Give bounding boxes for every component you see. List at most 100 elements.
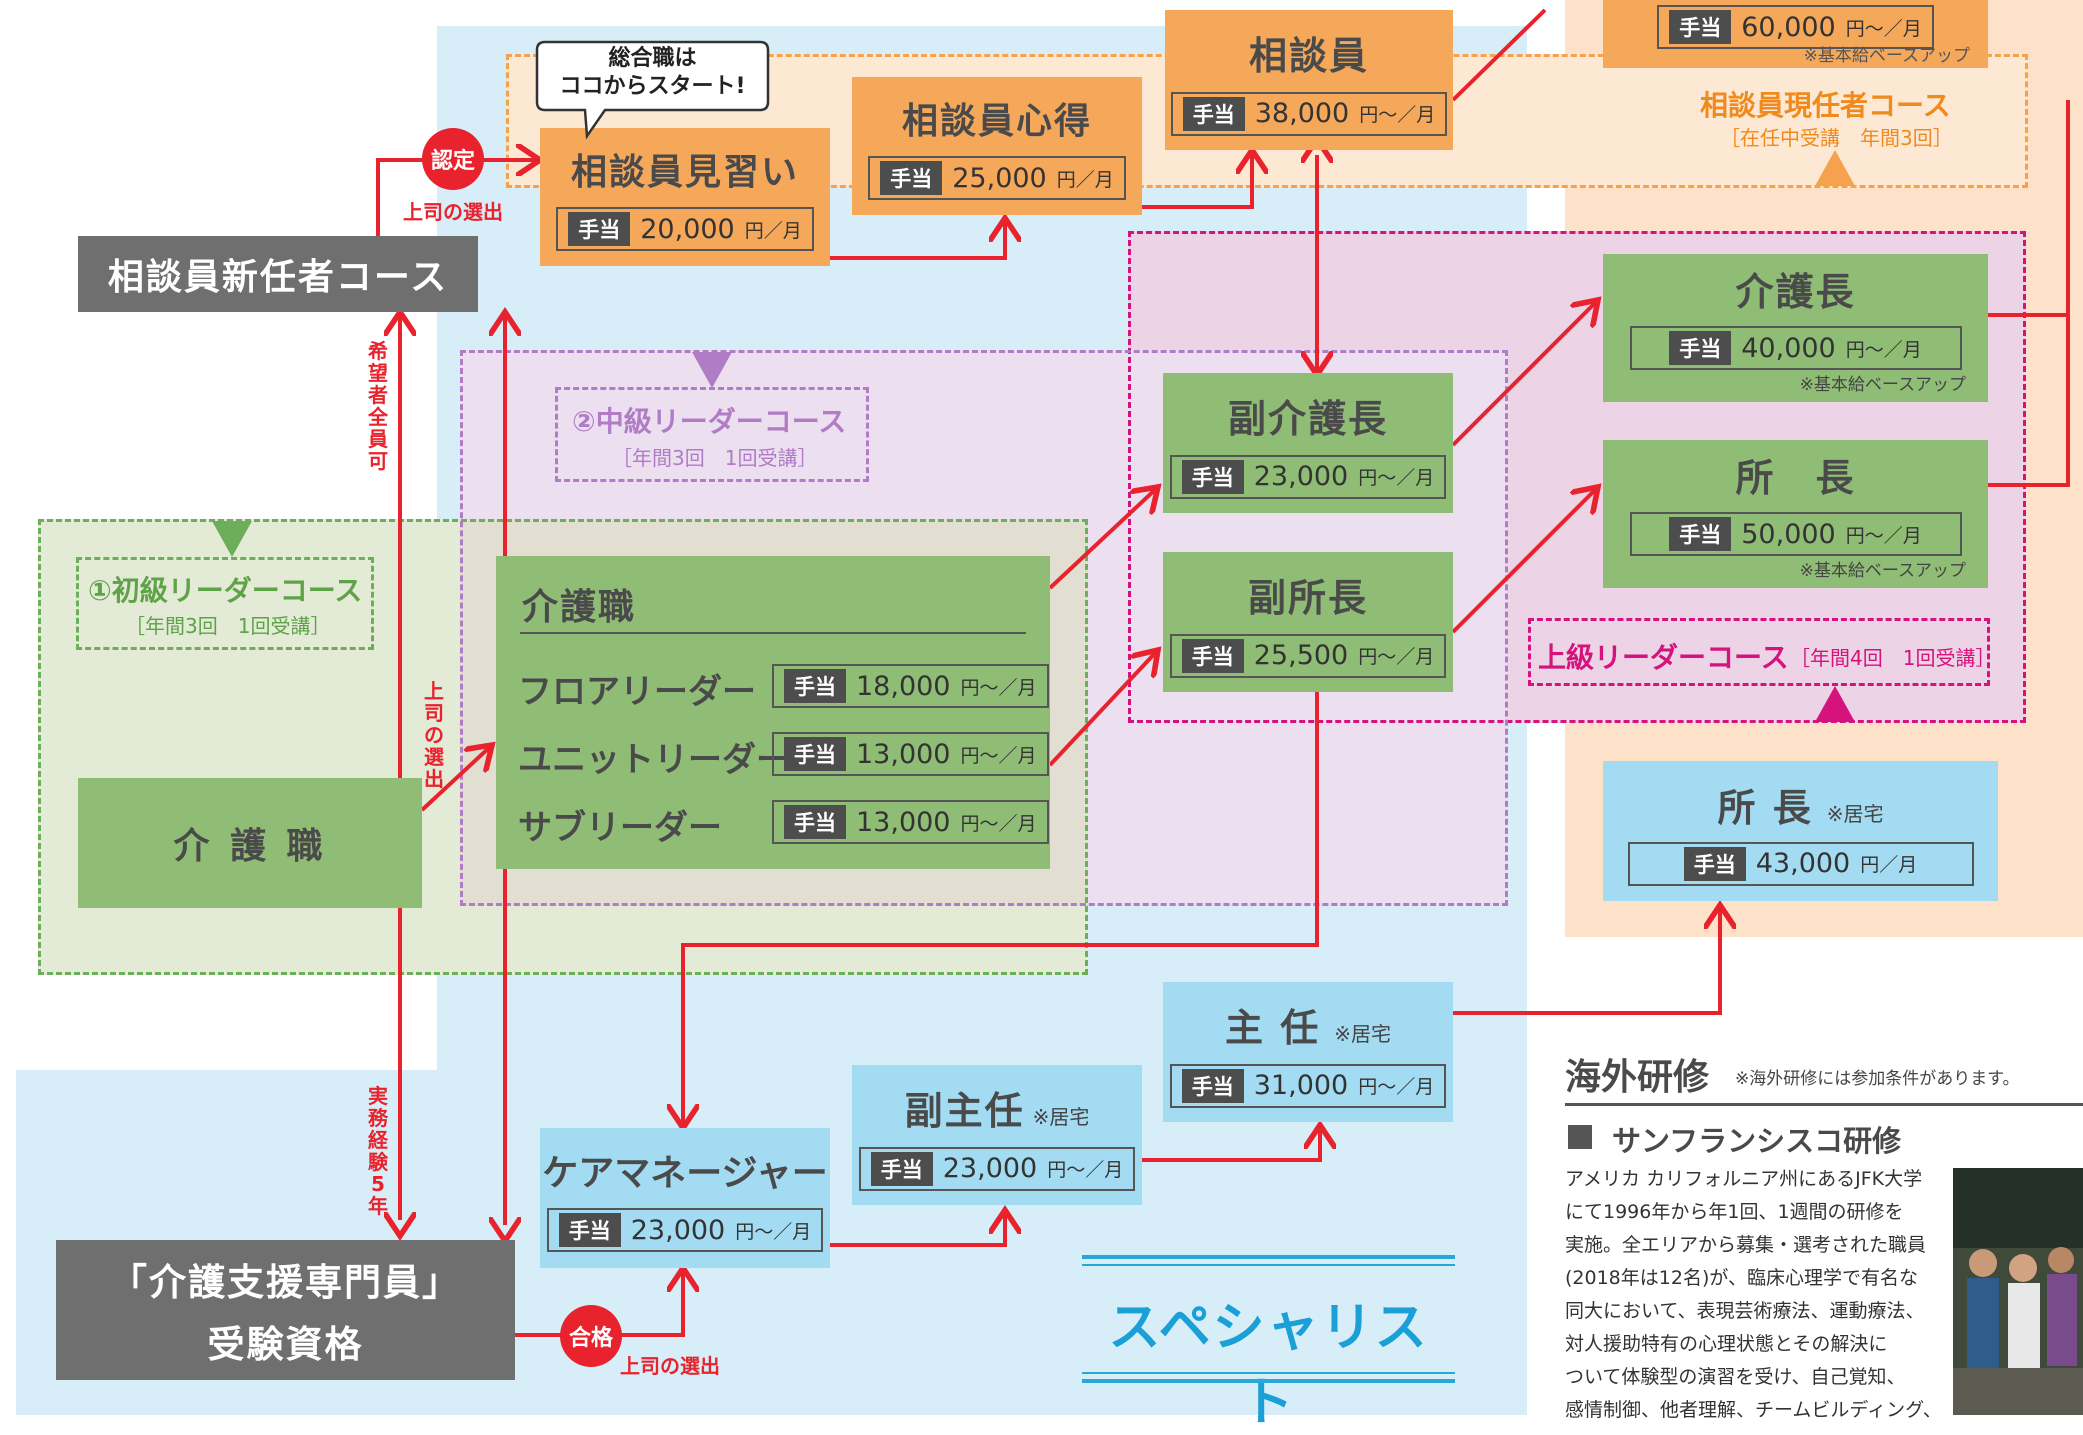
trainee-box: 相談員見習い 手当 20,000 円／月 [540,128,830,266]
allowance-tag: 手当 [1669,331,1732,365]
top-allowance: 手当 60,000 円～／月 [1657,5,1934,49]
care-role-allowance: 手当 13,000 円～／月 [772,800,1049,844]
care-staff-divider [520,632,1026,634]
allowance-amount: 18,000 [856,670,951,702]
chief-allowance: 手当 40,000 円～／月 [1629,326,1962,370]
care-basic-box: 介 護 職 [78,778,422,908]
specialist-rule-bottom-2 [1082,1379,1455,1383]
boss-selection-label-top: 上司の選出 [403,200,503,224]
overseas-body-line: アメリカ カリフォルニア州にあるJFK大学 [1565,1168,1923,1190]
care-role-label: ユニットリーダー [518,740,790,780]
trainee-title: 相談員見習い [570,152,799,193]
apprentice-title: 相談員心得 [901,101,1092,142]
overseas-body-line: 感情制御、他者理解、チームビルディング、 [1565,1399,1942,1421]
allowance-unit: 円～／月 [1845,524,1922,547]
top-box: 手当 60,000 円～／月 ※基本給ベースアップ [1603,0,1988,68]
allowance-tag: 手当 [1181,638,1244,673]
specialist-rule-top-2 [1082,1264,1455,1266]
allowance-tag: 手当 [1669,517,1732,551]
home-director-box: 所 長 ※居宅 手当 43,000 円／月 [1603,761,1998,901]
apprentice-allowance: 手当 25,000 円／月 [868,156,1126,200]
incumbent-course-sub: ［在任中受講 年間3回］ [1720,126,1953,150]
allowance-unit: 円～／月 [960,744,1037,767]
allowance-unit: 円～／月 [1358,1076,1435,1098]
chief-title: 介護長 [1735,270,1856,314]
senior-course-title: 上級リーダーコース [1538,641,1789,674]
allowance-tag: 手当 [784,669,846,703]
care-role-label: フロアリーダー [518,672,756,712]
allowance-amount: 23,000 [630,1214,726,1246]
certified-badge: 認定 [422,128,484,190]
supervisor-title-note: ※居宅 [1334,1021,1391,1046]
training-group-photo [1953,1168,2083,1415]
bubble-line-2: ココからスタート! [559,74,746,99]
vice-supervisor-title-note: ※居宅 [1032,1104,1090,1129]
allowance-amount: 38,000 [1254,98,1350,129]
allowance-unit: 円～／月 [1358,467,1435,489]
allowance-amount: 23,000 [1253,461,1349,492]
director-box: 所 長 手当 50,000 円～／月 ※基本給ベースアップ [1603,440,1988,588]
specialist-rule-top [1082,1255,1455,1259]
overseas-body: アメリカ カリフォルニア州にあるJFK大学 にて1996年から年1回、1週間の研… [1565,1163,1950,1427]
allowance-amount: 31,000 [1253,1070,1349,1101]
passed-badge: 合格 [560,1305,622,1367]
overseas-divider [1565,1103,2083,1106]
supervisor-box: 主 任 ※居宅 手当 31,000 円～／月 [1163,982,1453,1122]
care-staff-title: 介護職 [522,587,637,628]
beginner-course-title: ①初級リーダーコース [88,574,363,607]
vice-chief-box: 副介護長 手当 23,000 円～／月 [1163,373,1453,513]
care-manager-box: ケアマネージャー 手当 23,000 円～／月 [540,1128,830,1268]
allowance-amount: 25,000 [952,162,1047,194]
boss-selection-vertical-label: 上司の選出 [424,679,444,791]
allowance-amount: 40,000 [1741,332,1836,364]
speech-bubble-shape [535,40,770,140]
top-note: ※基本給ベースアップ [1803,46,1970,66]
boss-selection-label-bottom: 上司の選出 [620,1354,720,1378]
middle-course-title: ②中級リーダーコース [572,405,847,438]
allowance-amount: 60,000 [1741,11,1836,43]
new-course-title: 相談員新任者コース [107,257,449,298]
home-director-title-note: ※居宅 [1826,801,1884,826]
qualification-box: 「介護支援専門員」 受験資格 [56,1240,515,1380]
care-staff-box: 介護職 フロアリーダー 手当 18,000 円～／月 ユニットリーダー 手当 1… [496,556,1050,869]
allowance-unit: 円～／月 [1358,646,1435,668]
trainee-allowance: 手当 20,000 円／月 [556,207,814,251]
beginner-course-border [38,519,1088,975]
overseas-body-line: (2018年は12名)が、臨床心理学で有名な [1565,1267,1918,1289]
allowance-unit: 円～／月 [1845,17,1922,40]
allowance-unit: 円～／月 [1047,1159,1124,1181]
allowance-amount: 50,000 [1741,518,1836,550]
chief-note: ※基本給ベースアップ [1799,375,1966,395]
home-director-title: 所 長 [1717,785,1813,830]
apprentice-box: 相談員心得 手当 25,000 円／月 [852,77,1142,215]
bubble-line-1: 総合職は [608,46,697,71]
incumbent-course-title: 相談員現任者コース [1700,89,1951,122]
counselor-box: 相談員 手当 38,000 円～／月 [1165,10,1453,150]
overseas-subheading: サンフランシスコ研修 [1612,1124,1902,1158]
all-applicants-label: 希望者全員可 [368,339,388,473]
director-title: 所 長 [1735,456,1856,500]
counselor-allowance: 手当 38,000 円～／月 [1170,91,1448,136]
vice-supervisor-box: 副主任 ※居宅 手当 23,000 円～／月 [852,1065,1142,1205]
care-basic-title: 介 護 職 [173,826,327,867]
allowance-tag: 手当 [784,805,846,839]
allowance-amount: 20,000 [640,213,735,245]
overseas-heading: 海外研修 [1565,1057,1710,1098]
allowance-unit: 円～／月 [960,812,1037,835]
specialist-rule-bottom [1082,1372,1455,1374]
vice-director-allowance: 手当 25,500 円～／月 [1169,633,1447,678]
allowance-unit: 円～／月 [960,676,1037,699]
allowance-unit: 円／月 [1860,854,1918,876]
allowance-tag: 手当 [1182,96,1245,131]
beginner-course-sub: ［年間3回 1回受講］ [125,614,331,638]
overseas-body-line: 実施。全エリアから募集・選考された職員 [1565,1234,1927,1256]
care-manager-title: ケアマネージャー [542,1153,828,1194]
allowance-unit: 円～／月 [1359,104,1436,126]
allowance-tag: 手当 [1181,459,1244,494]
supervisor-heading: 主 任 ※居宅 [1225,997,1391,1052]
overseas-heading-note: ※海外研修には参加条件があります。 [1735,1069,2020,1089]
vice-director-title: 副所長 [1247,575,1368,620]
care-role-allowance: 手当 13,000 円～／月 [772,732,1049,776]
director-allowance: 手当 50,000 円～／月 [1629,512,1962,556]
